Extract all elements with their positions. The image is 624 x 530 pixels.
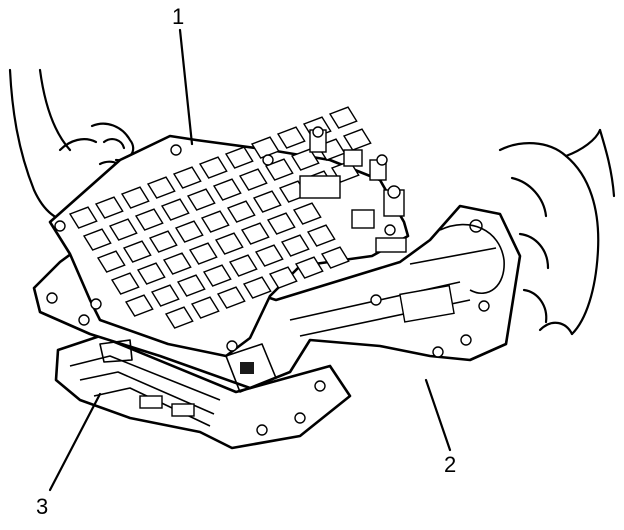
callout-1-label: 1: [172, 4, 184, 29]
plate-grid-cell: [146, 176, 176, 199]
plate-grid-cell: [148, 230, 178, 253]
plate-grid-cell: [216, 286, 246, 309]
plate-grid-cell: [164, 306, 194, 329]
plate-grid-cell: [200, 210, 230, 233]
plate-grid-cell: [198, 156, 228, 179]
callout-2-leader: [424, 378, 452, 452]
plate-grid-cell: [252, 190, 282, 213]
plate-grid-cell: [150, 284, 180, 307]
plate-grid-cell: [306, 224, 336, 247]
plate-grid-cell: [242, 276, 272, 299]
plate-grid-cell: [110, 272, 140, 295]
plate-grid-cell: [292, 202, 322, 225]
plate-grid-cell: [328, 106, 358, 129]
plate-grid-cell: [254, 244, 284, 267]
plate-grid-cell: [228, 254, 258, 277]
plate-grid-cell: [162, 252, 192, 275]
plate-grid-cell: [264, 158, 294, 181]
plate-grid-cell: [226, 200, 256, 223]
callout-1-leader: [178, 28, 194, 146]
callout-1: 1: [172, 4, 194, 146]
separator-plate: [48, 106, 410, 358]
plate-grid-cell: [266, 212, 296, 235]
plate-grid-cell: [212, 178, 242, 201]
plate-grid-cell: [108, 218, 138, 241]
plate-grid-cell: [96, 250, 126, 273]
plate-grid-cell: [280, 234, 310, 257]
plate-grid-cell: [136, 262, 166, 285]
callout-2: 2: [424, 378, 456, 477]
callout-3-label: 3: [36, 494, 48, 519]
plate-grid-cell: [238, 168, 268, 191]
plate-grid-cell: [186, 188, 216, 211]
plate-grid-cell: [214, 232, 244, 255]
plate-grid-cell: [342, 128, 372, 151]
plate-grid-cell: [160, 198, 190, 221]
plate-grid-cell: [68, 206, 98, 229]
plate-grid-cell: [250, 136, 280, 159]
plate-grid-cell: [240, 222, 270, 245]
plate-grid-cell: [176, 274, 206, 297]
plate-grid-cell: [268, 266, 298, 289]
main-valve-body: [32, 204, 522, 393]
plate-grid-cell: [94, 196, 124, 219]
plate-grid-cell: [190, 296, 220, 319]
plate-grid-cell: [294, 256, 324, 279]
plate-grid-cell: [320, 246, 350, 269]
plate-grid-cell: [174, 220, 204, 243]
plate-grid-cell: [276, 126, 306, 149]
plate-grid-cell: [134, 208, 164, 231]
plate-grid-cell: [82, 228, 112, 251]
plate-grid-cell: [124, 294, 154, 317]
callout-3: 3: [36, 392, 102, 519]
plate-grid-cell: [202, 264, 232, 287]
plate-grid-cell: [172, 166, 202, 189]
plate-grid-cell: [188, 242, 218, 265]
lower-valve-body: [54, 334, 352, 450]
callout-3-leader: [48, 392, 102, 492]
plate-grid-cell: [224, 146, 254, 169]
callout-2-label: 2: [444, 452, 456, 477]
plate-grid-cell: [290, 148, 320, 171]
plate-grid-cell: [120, 186, 150, 209]
right-hand: [498, 128, 616, 336]
plate-grid-cell: [122, 240, 152, 263]
